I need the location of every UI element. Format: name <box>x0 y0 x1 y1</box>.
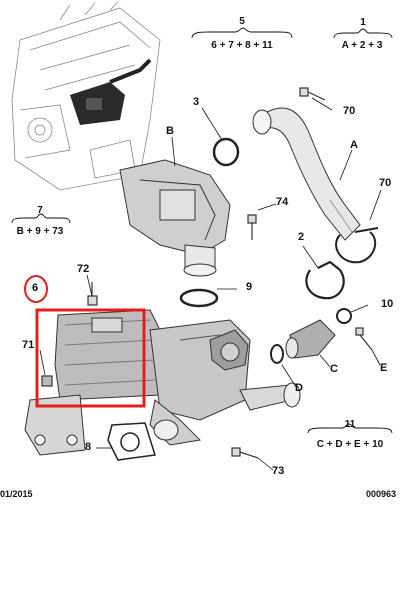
callout-a: A <box>350 139 358 151</box>
callout-10: 10 <box>381 298 394 310</box>
callout-6: 6 <box>32 282 39 294</box>
bolt-74-illustration <box>247 214 257 240</box>
egr-cooler-6-illustration <box>24 309 301 456</box>
group-7-formula: B + 9 + 73 <box>16 226 64 237</box>
callout-8: 8 <box>85 441 92 453</box>
group-11-number: 11 <box>344 419 356 430</box>
highlight-box <box>35 308 146 408</box>
pipe-a-illustration <box>252 107 361 241</box>
callout-e: E <box>380 362 388 374</box>
callout-71: 71 <box>22 339 35 351</box>
group-1-formula: A + 2 + 3 <box>341 40 383 51</box>
seal-9-illustration <box>179 288 219 308</box>
egr-on-engine-illustration <box>70 58 152 125</box>
bolt-70-illustration <box>299 87 326 101</box>
group-5-number: 5 <box>239 16 245 27</box>
gasket-8-illustration <box>107 422 156 461</box>
group-7-number: 7 <box>37 205 43 216</box>
group-1-number: 1 <box>360 17 366 28</box>
callout-3: 3 <box>193 96 200 108</box>
group-5-formula: 6 + 7 + 8 + 11 <box>211 40 273 51</box>
callout-72: 72 <box>77 263 90 275</box>
seal-10-illustration <box>336 308 352 324</box>
leader-lines <box>39 97 382 471</box>
callout-9: 9 <box>246 281 253 293</box>
callout-c: C <box>330 363 338 375</box>
seal-3-illustration <box>212 137 240 167</box>
footer-date: 01/2015 <box>0 489 33 499</box>
callout-d: D <box>295 382 303 394</box>
callout-74: 74 <box>276 196 289 208</box>
callout-b: B <box>166 125 174 137</box>
bolt-71-illustration <box>41 375 53 387</box>
callout-73: 73 <box>272 465 285 477</box>
callout-70-right: 70 <box>379 177 392 189</box>
clamp-illustration <box>335 227 379 264</box>
bolt-72-illustration <box>87 282 98 306</box>
footer-reference: 000963 <box>366 489 397 499</box>
valve-c-illustration <box>285 319 336 359</box>
egr-valve-b-illustration <box>119 159 231 277</box>
bolt-73-illustration <box>231 447 259 459</box>
callout-70-top: 70 <box>343 105 356 117</box>
seal-d-illustration <box>270 344 284 364</box>
highlight-circle <box>24 275 48 303</box>
group-brackets <box>11 27 393 434</box>
group-11-formula: C + D + E + 10 <box>316 439 384 450</box>
bolt-e-illustration <box>355 327 373 351</box>
callout-2: 2 <box>298 231 305 243</box>
clamp-2-illustration <box>305 260 345 300</box>
